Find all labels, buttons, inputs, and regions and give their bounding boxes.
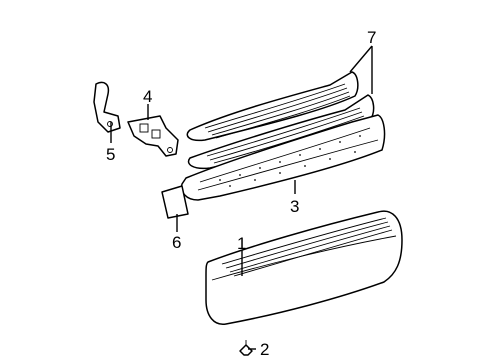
leader-lines: [110, 45, 373, 350]
part-5-side-bracket: [93, 81, 121, 133]
part-6-end-cap: [161, 185, 189, 219]
callout-7: 7: [367, 28, 376, 47]
part-1-bumper-cover: [205, 210, 403, 325]
callout-5: 5: [106, 145, 115, 164]
callout-6: 6: [172, 233, 181, 252]
part-3-step-reinforcement: [180, 114, 386, 201]
callout-1: 1: [237, 234, 246, 253]
part-2-clip: [239, 340, 253, 356]
callout-3: 3: [290, 197, 299, 216]
callout-4: 4: [143, 87, 152, 106]
part-7-step-pads: [186, 71, 375, 170]
callout-2: 2: [260, 340, 269, 359]
part-4-bracket: [127, 115, 179, 157]
